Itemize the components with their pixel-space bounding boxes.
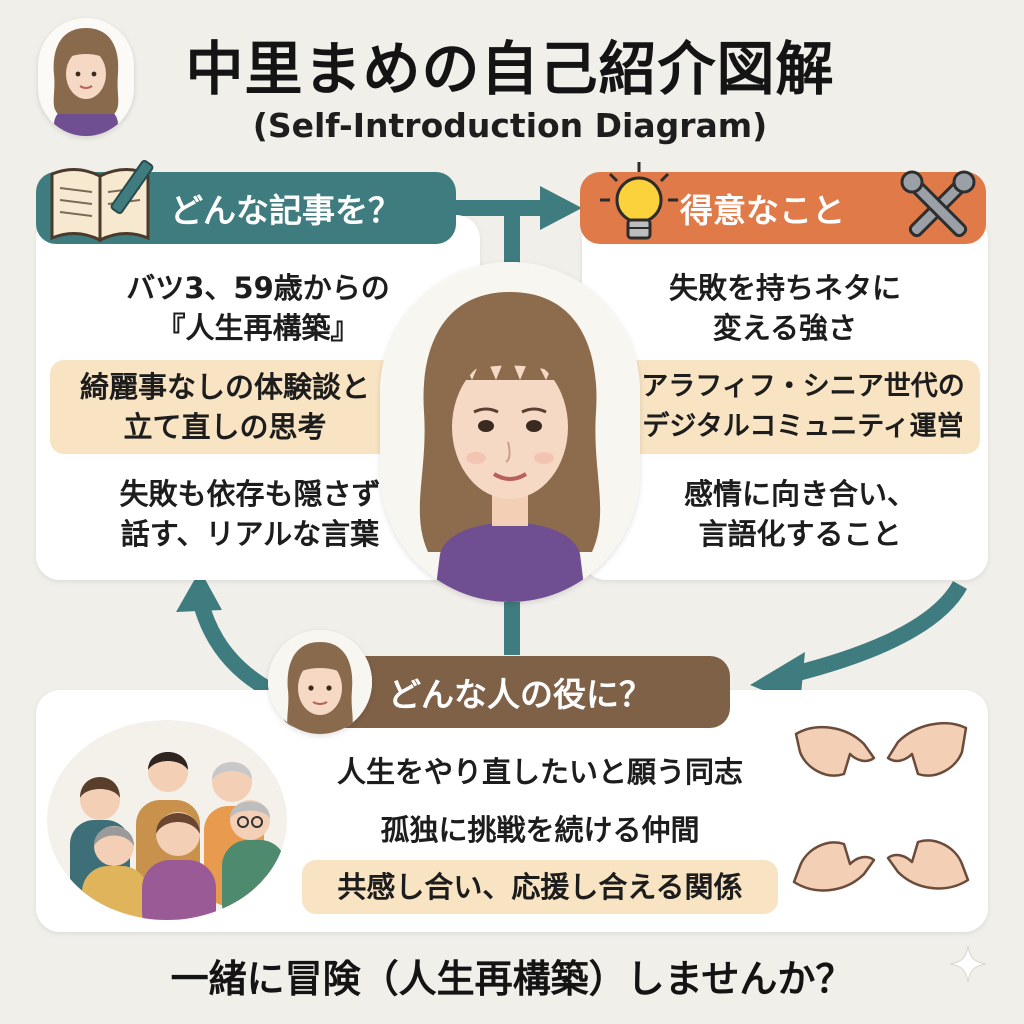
articles-highlight2: 立て直しの思考	[123, 410, 327, 444]
audience-highlight: 共感し合い、応援し合える関係	[337, 870, 743, 904]
header-avatar	[38, 18, 134, 136]
group-of-people-icon	[47, 720, 287, 920]
joined-hands-icon	[792, 721, 970, 892]
strengths-highlight2: デジタルコミュニティ運営	[642, 411, 964, 442]
page-subtitle: (Self-Introduction Diagram)	[252, 106, 768, 145]
center-portrait	[380, 262, 640, 602]
strengths-line3: 感情に向き合い、	[683, 477, 916, 511]
articles-line1: バツ3、59歳からの	[126, 271, 390, 305]
articles-highlight1: 綺麗事なしの体験談と	[79, 370, 370, 404]
audience-heading: どんな人の役に？	[388, 675, 652, 714]
strengths-line4: 言語化すること	[698, 517, 902, 551]
open-book-pen-icon	[50, 159, 154, 243]
woman-portrait-icon	[268, 630, 372, 734]
strengths-line2: 変える強さ	[712, 311, 858, 345]
sparkle-icon	[949, 945, 987, 983]
strengths-heading: 得意なこと	[680, 191, 845, 230]
tools-icon	[900, 170, 976, 238]
page-title: 中里まめの自己紹介図解	[185, 35, 835, 103]
articles-line2: 『人生再構築』	[156, 311, 360, 345]
strengths-line1: 失敗を持ちネタに	[668, 271, 901, 305]
articles-highlight-box	[50, 360, 400, 454]
audience-highlight-box	[302, 860, 778, 914]
audience-avatar	[268, 630, 372, 734]
lightbulb-icon	[600, 162, 678, 240]
articles-heading: どんな記事を？	[170, 191, 401, 230]
articles-line3: 失敗も依存も隠さず	[119, 477, 381, 511]
audience-line2: 孤独に挑戦を続ける仲間	[380, 813, 700, 847]
strengths-highlight-box	[626, 360, 980, 454]
audience-line1: 人生をやり直したいと願う同志	[336, 755, 743, 789]
footer-cta: 一緒に冒険（人生再構築）しませんか？	[170, 957, 854, 1001]
woman-portrait-icon	[380, 262, 640, 602]
articles-line4: 話す、リアルな言葉	[120, 517, 380, 551]
woman-portrait-icon	[53, 28, 119, 136]
strengths-highlight1: アラフィフ・シニア世代の	[641, 371, 965, 402]
